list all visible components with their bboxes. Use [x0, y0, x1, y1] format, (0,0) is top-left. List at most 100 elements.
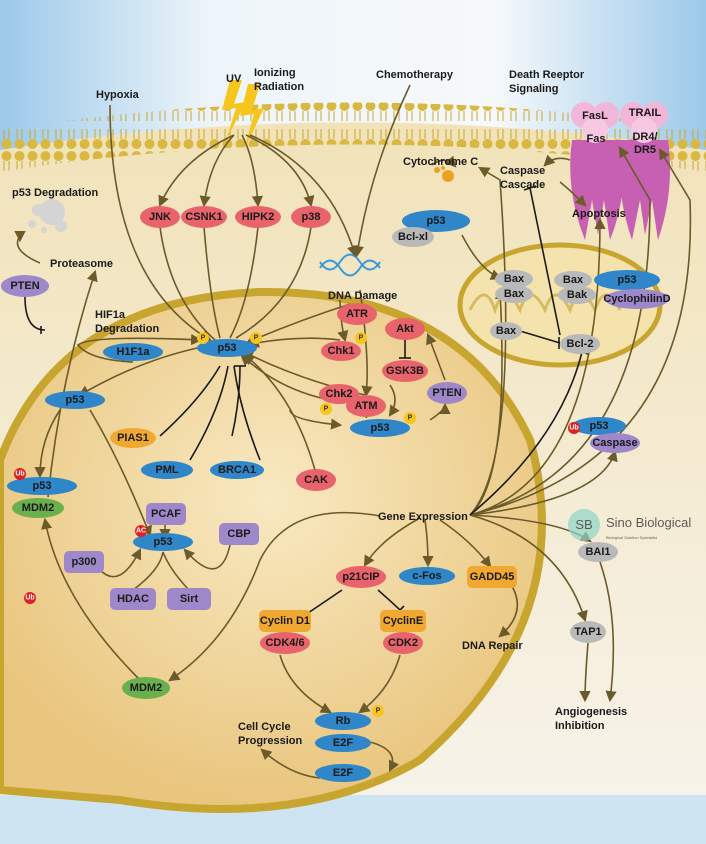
- node-label: E2F: [333, 767, 353, 779]
- node-chk1[interactable]: Chk1: [321, 341, 361, 361]
- node-label: H1F1a: [116, 346, 150, 358]
- node-label: ATM: [354, 400, 377, 412]
- node-shape: [495, 270, 533, 288]
- node-cyclin-e[interactable]: CyclinE: [380, 610, 426, 632]
- node-shape: [321, 341, 361, 361]
- ionizing-label-2: Radiation: [254, 81, 304, 93]
- node-shape: [140, 206, 180, 228]
- node-p53-bclxl[interactable]: p53: [402, 210, 470, 232]
- node-caspase[interactable]: Caspase: [590, 433, 640, 453]
- node-tap1[interactable]: TAP1: [570, 621, 606, 643]
- node-label: Bcl-xl: [398, 231, 428, 243]
- node-label: CAK: [304, 474, 328, 486]
- hif-degradation-label-1: HIF1a: [95, 309, 126, 321]
- node-label: Cyclin D1: [260, 615, 310, 627]
- hif-degradation-label-2: Degradation: [95, 323, 159, 335]
- node-bai1[interactable]: BAI1: [578, 542, 618, 562]
- node-label: Chk1: [328, 345, 355, 357]
- node-label: p21CIP: [342, 571, 379, 583]
- node-shape: [427, 382, 467, 404]
- node-shape: [392, 227, 434, 247]
- node-label: PTEN: [432, 387, 461, 399]
- fasl-label: FasL: [582, 110, 608, 122]
- node-p53-cyclophilin[interactable]: p53: [594, 270, 660, 290]
- node-label: E2F: [333, 737, 353, 749]
- node-p53-gsk3b[interactable]: p53: [350, 419, 410, 437]
- node-gsk3b[interactable]: GSK3B: [382, 360, 428, 382]
- node-mdm2[interactable]: MDM2: [12, 498, 64, 518]
- node-chk2[interactable]: Chk2: [319, 384, 359, 404]
- node-e2f-lower[interactable]: E2F: [315, 764, 371, 782]
- node-label: Sirt: [180, 593, 199, 605]
- node-cyclophilin[interactable]: CyclophilinD: [603, 289, 671, 309]
- node-bax-4[interactable]: Bax: [490, 322, 522, 340]
- node-shape: [594, 270, 660, 290]
- node-csnk1[interactable]: CSNK1: [181, 206, 227, 228]
- cytochrome-c-label: Cytochrome C: [403, 156, 478, 168]
- node-gadd45[interactable]: GADD45: [467, 566, 517, 588]
- node-bax-1[interactable]: Bax: [495, 270, 533, 288]
- node-shape: [1, 275, 49, 297]
- node-cbp[interactable]: CBP: [219, 523, 259, 545]
- node-shape: [385, 318, 425, 340]
- node-label: p53: [66, 394, 85, 406]
- node-cak[interactable]: CAK: [296, 469, 336, 491]
- node-p38[interactable]: p38: [291, 206, 331, 228]
- node-p53-mito-ub[interactable]: p53: [572, 417, 626, 435]
- uv-lightning-icon: [222, 80, 246, 140]
- node-pml[interactable]: PML: [141, 461, 193, 479]
- node-shape: [336, 566, 386, 588]
- node-bax-3[interactable]: Bax: [554, 271, 592, 289]
- node-rb[interactable]: Rb: [315, 712, 371, 730]
- badge-label: Ub: [25, 595, 34, 602]
- node-label: TAP1: [574, 626, 601, 638]
- node-pten[interactable]: PTEN: [427, 382, 467, 404]
- node-shape: [578, 542, 618, 562]
- node-mdm2-lower[interactable]: MDM2: [122, 677, 170, 699]
- node-e2f[interactable]: E2F: [315, 734, 371, 752]
- node-brca1[interactable]: BRCA1: [210, 461, 264, 479]
- node-label: GSK3B: [386, 365, 424, 377]
- node-hipk2[interactable]: HIPK2: [235, 206, 281, 228]
- node-atm[interactable]: ATM: [346, 395, 386, 417]
- node-p53-center[interactable]: p53: [197, 339, 257, 357]
- node-p300[interactable]: p300: [64, 551, 104, 573]
- ubiquitin-badge: Ub: [568, 422, 580, 434]
- node-p53-acetyl[interactable]: p53: [133, 533, 193, 551]
- node-label: p53: [33, 480, 52, 492]
- node-jnk[interactable]: JNK: [140, 206, 180, 228]
- cell-membrane: [0, 102, 706, 172]
- node-atr[interactable]: ATR: [337, 303, 377, 325]
- node-cdk46[interactable]: CDK4/6: [260, 632, 310, 654]
- fas-label: Fas: [587, 133, 606, 145]
- node-p21[interactable]: p21CIP: [336, 566, 386, 588]
- node-shape: [7, 477, 77, 495]
- node-shape: [64, 551, 104, 573]
- node-shape: [383, 632, 423, 654]
- node-pten-cytoplasm[interactable]: PTEN: [1, 275, 49, 297]
- phosphate-badge: P: [372, 705, 384, 717]
- node-label: CDK2: [388, 637, 418, 649]
- node-bak[interactable]: Bak: [558, 286, 596, 304]
- node-cfos[interactable]: c-Fos: [399, 567, 455, 585]
- node-label: PCAF: [151, 508, 181, 520]
- node-p53-ub[interactable]: p53: [7, 477, 77, 495]
- fas-receptor: [570, 102, 624, 240]
- node-bax-2[interactable]: Bax: [495, 285, 533, 303]
- node-label: HIPK2: [242, 211, 274, 223]
- node-bcl2[interactable]: Bcl-2: [560, 334, 600, 354]
- node-label: CyclophilinD: [603, 293, 670, 305]
- node-cdk2[interactable]: CDK2: [383, 632, 423, 654]
- node-sirt[interactable]: Sirt: [167, 588, 211, 610]
- node-akt[interactable]: Akt: [385, 318, 425, 340]
- node-hdac[interactable]: HDAC: [110, 588, 156, 610]
- node-pcaf[interactable]: PCAF: [146, 503, 186, 525]
- node-cyclin-d1[interactable]: Cyclin D1: [259, 610, 311, 632]
- node-pias1[interactable]: PIAS1: [110, 428, 156, 448]
- node-label: HDAC: [117, 593, 149, 605]
- node-bclxl[interactable]: Bcl-xl: [392, 227, 434, 247]
- node-h1f1a[interactable]: H1F1a: [103, 343, 163, 361]
- node-shape: [346, 395, 386, 417]
- node-p53-left[interactable]: p53: [45, 391, 105, 409]
